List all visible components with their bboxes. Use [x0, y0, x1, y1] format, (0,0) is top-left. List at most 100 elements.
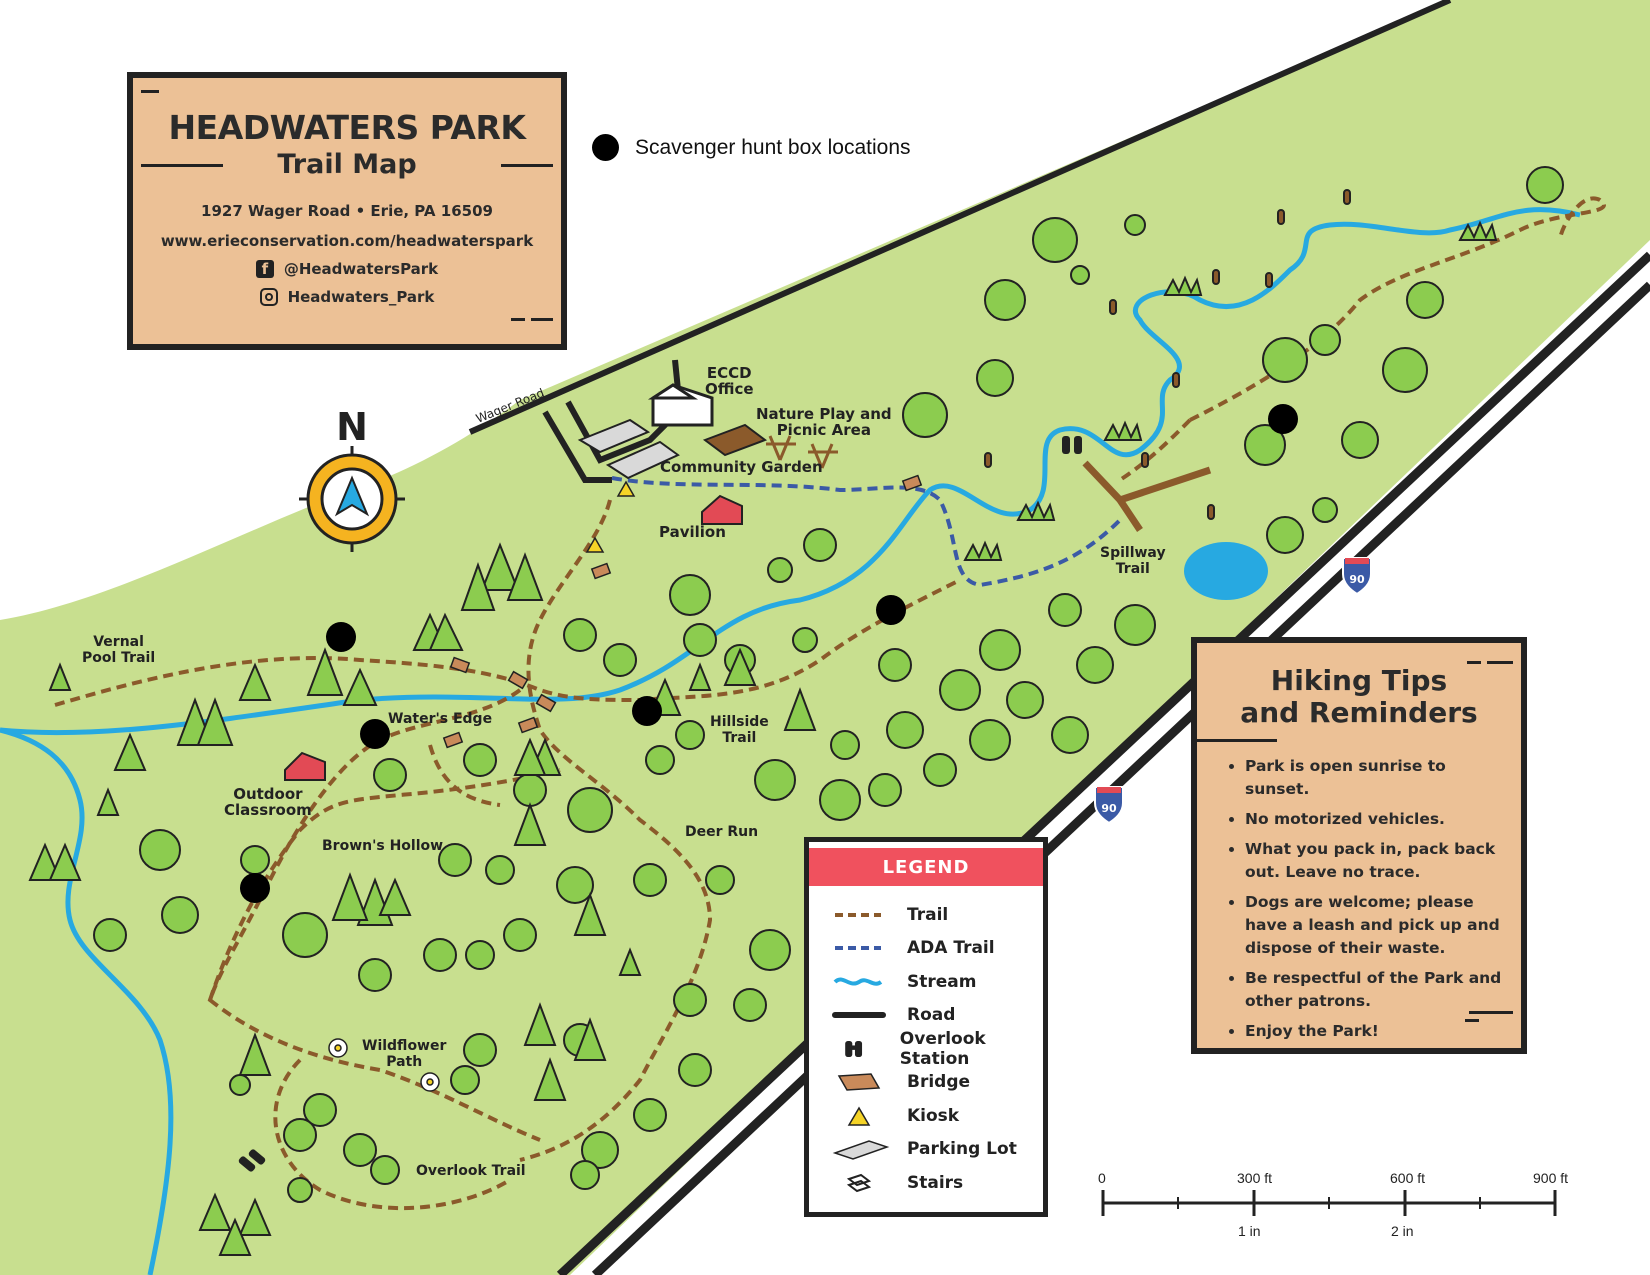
wildflowers — [328, 1038, 440, 1092]
label-wildflower-path: Wildflower Path — [362, 1038, 447, 1070]
tip-item: No motorized vehicles. — [1245, 808, 1503, 831]
label-community-garden: Community Garden — [660, 458, 823, 476]
wager-road — [468, 0, 1452, 435]
bridges — [442, 474, 923, 749]
decor-dash — [1487, 661, 1513, 664]
compass-north-label: N — [336, 405, 368, 449]
overlook-stations — [238, 436, 1082, 1172]
trail-network — [54, 196, 1606, 1211]
decor-dash — [531, 318, 553, 321]
tip-item: What you pack in, pack back out. Leave n… — [1245, 838, 1503, 884]
tips-heading: Hiking Tips and Reminders — [1240, 664, 1478, 729]
marsh-plants — [963, 220, 1498, 561]
outdoor-classroom-building — [284, 751, 326, 781]
scale-tick-0: 0 — [1098, 1170, 1106, 1186]
legend-stream: Stream — [831, 965, 1043, 999]
decor-dash — [501, 164, 553, 167]
highway-outer — [556, 251, 1650, 1275]
park-website: www.erieconservation.com/headwaterspark — [160, 232, 534, 250]
facebook-icon: f — [255, 260, 274, 278]
hiking-tips-panel: Hiking Tips and Reminders Park is open s… — [1191, 637, 1527, 1054]
ada-trail — [611, 476, 1122, 588]
binoculars-icon — [845, 1040, 863, 1057]
pavilion-building — [701, 494, 743, 525]
decor-dash — [1469, 1011, 1513, 1014]
stairs-icon — [846, 1173, 872, 1192]
parking-lot-icon — [832, 1140, 890, 1161]
trail-symbol-icon — [835, 912, 881, 917]
legend-ada-trail-label: ADA Trail — [907, 938, 995, 959]
highway-shield-1 — [1342, 557, 1372, 596]
label-vernal-pool-trail: Vernal Pool Trail — [82, 634, 156, 666]
legend-bridge-label: Bridge — [907, 1072, 971, 1093]
highway-shield-2-label: 90 — [1101, 802, 1117, 815]
legend-kiosk-label: Kiosk — [907, 1105, 960, 1126]
scale-bar — [1101, 1190, 1557, 1216]
legend-panel: LEGEND Trail ADA Trail Stream Road Overl… — [804, 837, 1048, 1217]
label-hillside-trail: Hillside Trail — [710, 714, 769, 746]
legend-bridge: Bridge — [831, 1066, 1043, 1100]
decor-dash — [1465, 1019, 1479, 1022]
scale-tick-300: 300 ft — [1237, 1170, 1273, 1186]
decor-dash — [511, 318, 525, 321]
scale-tick-900: 900 ft — [1533, 1170, 1569, 1186]
eccd-office-building — [647, 383, 714, 427]
scale-tick-600: 600 ft — [1390, 1170, 1426, 1186]
legend-trail-label: Trail — [907, 904, 949, 925]
tip-item: Be respectful of the Park and other patr… — [1245, 967, 1503, 1013]
tip-item: Dogs are welcome; please have a leash an… — [1245, 891, 1503, 960]
legend-parking-label: Parking Lot — [907, 1139, 1017, 1160]
legend-parking: Parking Lot — [831, 1133, 1043, 1167]
instagram-icon — [259, 288, 278, 306]
label-browns-hollow: Brown's Hollow — [322, 838, 444, 854]
scavenger-note: Scavenger hunt box locations — [592, 134, 911, 161]
label-overlook-trail: Overlook Trail — [416, 1163, 526, 1179]
label-pavilion: Pavilion — [659, 523, 726, 541]
legend-stairs-label: Stairs — [907, 1172, 964, 1193]
legend-ada-trail: ADA Trail — [831, 932, 1043, 966]
park-address: 1927 Wager Road • Erie, PA 16509 — [201, 202, 493, 220]
scale-inch-2: 2 in — [1391, 1223, 1414, 1239]
parking-lots — [577, 418, 680, 480]
legend-heading: LEGEND — [809, 848, 1043, 886]
label-nature-play: Nature Play and Picnic Area — [756, 405, 892, 439]
stream-main — [0, 207, 1581, 736]
legend-stairs: Stairs — [831, 1166, 1043, 1200]
label-eccd-office: ECCD Office — [705, 364, 754, 398]
instagram-row: Headwaters_Park — [133, 288, 561, 306]
scavenger-boxes — [240, 404, 1298, 903]
label-spillway-trail: Spillway Trail — [1100, 545, 1166, 577]
tips-list: Park is open sunrise to sunset. No motor… — [1197, 755, 1521, 1043]
label-waters-edge: Water's Edge — [388, 711, 493, 727]
facebook-row: f @HeadwatersPark — [133, 260, 561, 278]
tip-item: Enjoy the Park! — [1245, 1020, 1503, 1043]
cattails — [984, 189, 1351, 520]
legend-road-label: Road — [907, 1005, 956, 1026]
legend-trail: Trail — [831, 898, 1043, 932]
decor-dash — [1197, 739, 1277, 742]
legend-overlook: Overlook Station — [831, 1028, 1043, 1069]
stream-symbol-icon — [833, 977, 883, 986]
label-outdoor-classroom: Outdoor Classroom — [224, 785, 312, 819]
legend-overlook-label: Overlook Station — [899, 1028, 986, 1069]
road-symbol-icon — [832, 1012, 886, 1019]
highway-shield-1-label: 90 — [1349, 573, 1365, 586]
decor-dash — [141, 90, 159, 93]
kiosk-icon — [847, 1106, 871, 1126]
compass-rose — [299, 446, 405, 552]
label-deer-run: Deer Run — [685, 824, 759, 840]
facebook-handle: @HeadwatersPark — [283, 260, 439, 278]
community-garden — [702, 423, 768, 457]
kiosks — [585, 480, 636, 553]
bridge-icon — [837, 1073, 881, 1092]
evergreen-trees — [28, 542, 817, 1256]
map-subtitle: Trail Map — [277, 149, 417, 180]
park-name: HEADWATERS PARK — [168, 108, 526, 147]
title-panel: HEADWATERS PARK Trail Map 1927 Wager Roa… — [127, 72, 567, 350]
stream — [0, 727, 174, 1275]
picnic-tables — [766, 435, 838, 469]
scavenger-note-text: Scavenger hunt box locations — [635, 135, 911, 159]
legend-road: Road — [831, 999, 1043, 1033]
